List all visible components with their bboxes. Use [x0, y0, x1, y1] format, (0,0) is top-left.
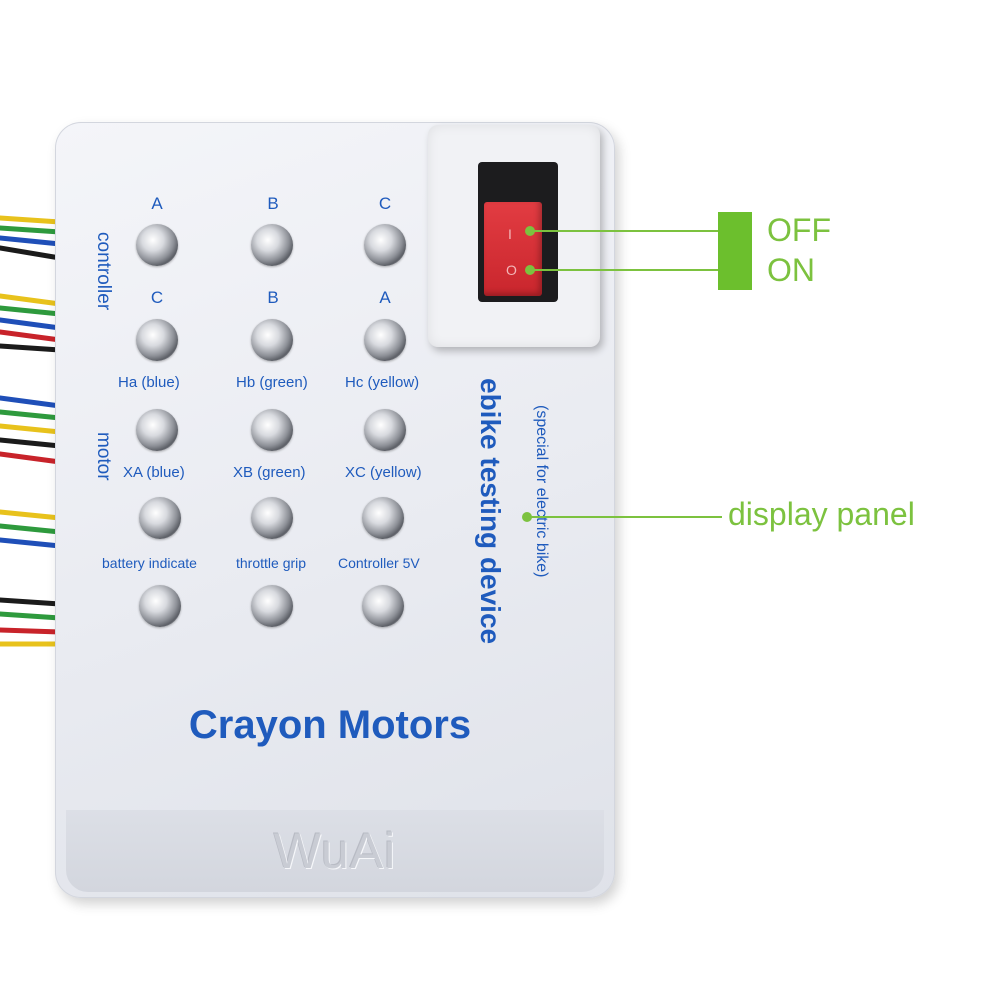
hall-label-c: Hc (yellow)	[345, 374, 420, 391]
controller-letter-c: C	[378, 194, 392, 213]
switch-off-mark: I	[508, 226, 512, 242]
led-indicator-icon	[362, 585, 404, 627]
led-indicator-icon	[251, 224, 293, 266]
led-indicator-icon	[251, 497, 293, 539]
phase-label-c: XC (yellow)	[345, 464, 422, 481]
hall-label-b: Hb (green)	[236, 374, 308, 391]
hall-label-a: Ha (blue)	[118, 374, 180, 391]
motor-letter-a: A	[379, 288, 391, 307]
led-indicator-icon	[364, 409, 406, 451]
rocker-switch-icon[interactable]: I O	[484, 202, 542, 296]
device-subtitle: (special for electric bike)	[533, 405, 550, 578]
display-panel-annotation: display panel	[728, 496, 915, 532]
controller-letter-b: B	[267, 194, 279, 213]
brand-name: Crayon Motors	[188, 703, 472, 747]
led-indicator-icon	[139, 497, 181, 539]
maker-mark: WuAi	[273, 823, 397, 879]
led-indicator-icon	[139, 585, 181, 627]
led-indicator-icon	[136, 224, 178, 266]
led-indicator-icon	[251, 409, 293, 451]
power-label-throttle: throttle grip	[236, 555, 307, 571]
led-indicator-icon	[136, 319, 178, 361]
on-pointer-line	[530, 269, 720, 271]
tester-bottom-lip	[66, 810, 604, 892]
led-indicator-icon	[362, 497, 404, 539]
power-label-5v: Controller 5V	[338, 555, 420, 571]
led-indicator-icon	[251, 319, 293, 361]
phase-label-a: XA (blue)	[123, 464, 185, 481]
led-indicator-icon	[136, 409, 178, 451]
led-indicator-icon	[364, 224, 406, 266]
led-indicator-icon	[364, 319, 406, 361]
display-pointer-line	[527, 516, 722, 518]
off-pointer-line	[530, 230, 720, 232]
off-annotation: OFF	[767, 212, 831, 248]
led-indicator-icon	[251, 585, 293, 627]
section-motor-label: motor	[93, 432, 114, 481]
section-controller-label: controller	[93, 232, 114, 311]
power-label-battery: battery indicate	[102, 555, 197, 571]
device-title: ebike testing device	[475, 378, 506, 645]
controller-letter-a: A	[151, 194, 163, 213]
switch-on-mark: O	[506, 262, 517, 278]
on-annotation: ON	[767, 252, 815, 288]
wire-harness-icon	[0, 215, 63, 647]
phase-label-b: XB (green)	[233, 464, 306, 481]
motor-letter-c: C	[150, 288, 164, 307]
motor-letter-b: B	[267, 288, 279, 307]
switch-callout-bar	[718, 212, 752, 290]
